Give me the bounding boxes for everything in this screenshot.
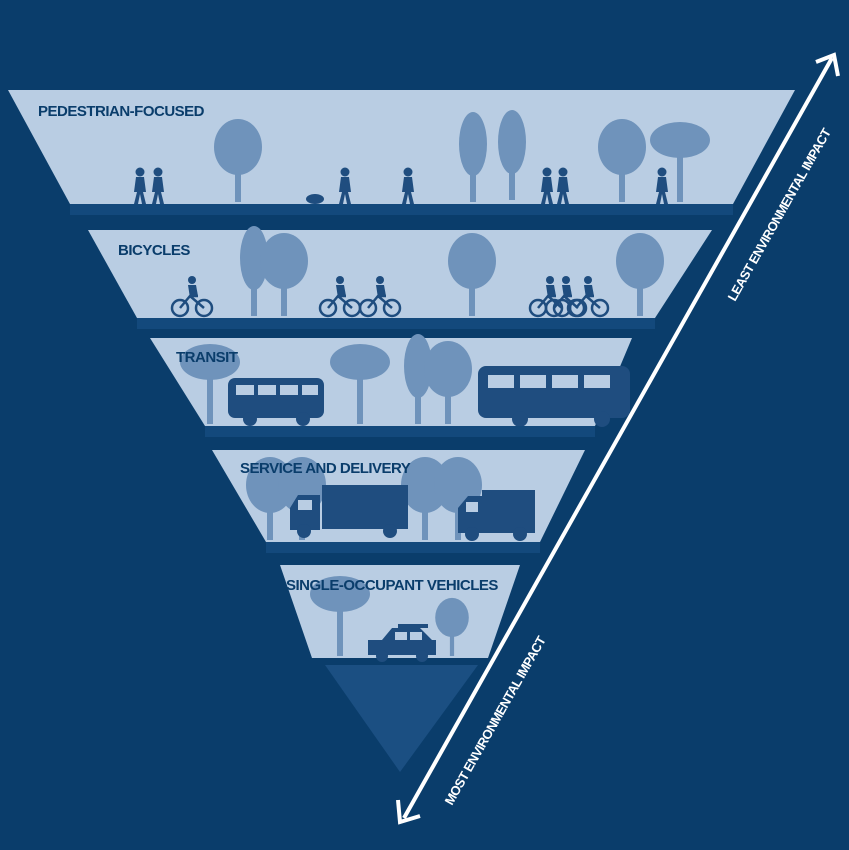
- road-stripe: [137, 318, 655, 329]
- tier-single-label: SINGLE-OCCUPANT VEHICLES: [286, 577, 498, 594]
- tier-bicycles-label: BICYCLES: [118, 242, 190, 259]
- tier-service-label: SERVICE AND DELIVERY: [240, 460, 411, 477]
- tier-transit: TRANSIT: [150, 334, 632, 437]
- arrow-up-icon: [815, 52, 840, 77]
- tier-transit-label: TRANSIT: [176, 349, 238, 366]
- tier-service-delivery: SERVICE AND DELIVERY: [212, 450, 585, 553]
- tier-bicycles: BICYCLES: [88, 226, 712, 329]
- tier-pedestrian: PEDESTRIAN-FOCUSED: [8, 90, 795, 215]
- pyramid-tip: [325, 665, 478, 772]
- van-icon: [458, 490, 535, 541]
- tier-single-occupant: SINGLE-OCCUPANT VEHICLES: [280, 565, 520, 662]
- dog-icon: [306, 194, 324, 204]
- road-stripe: [266, 542, 540, 553]
- road-stripe: [205, 426, 595, 437]
- bus-icon: [228, 378, 324, 426]
- truck-icon: [290, 485, 408, 538]
- tier-pedestrian-band: [8, 90, 795, 204]
- bus-icon: [478, 366, 630, 427]
- pedestrian-people: [134, 167, 668, 204]
- arrow-down-icon: [396, 799, 421, 825]
- car-icon: [368, 624, 436, 662]
- tier-pedestrian-label: PEDESTRIAN-FOCUSED: [38, 103, 205, 120]
- impact-axis-line: [402, 57, 834, 819]
- road-stripe: [70, 204, 733, 215]
